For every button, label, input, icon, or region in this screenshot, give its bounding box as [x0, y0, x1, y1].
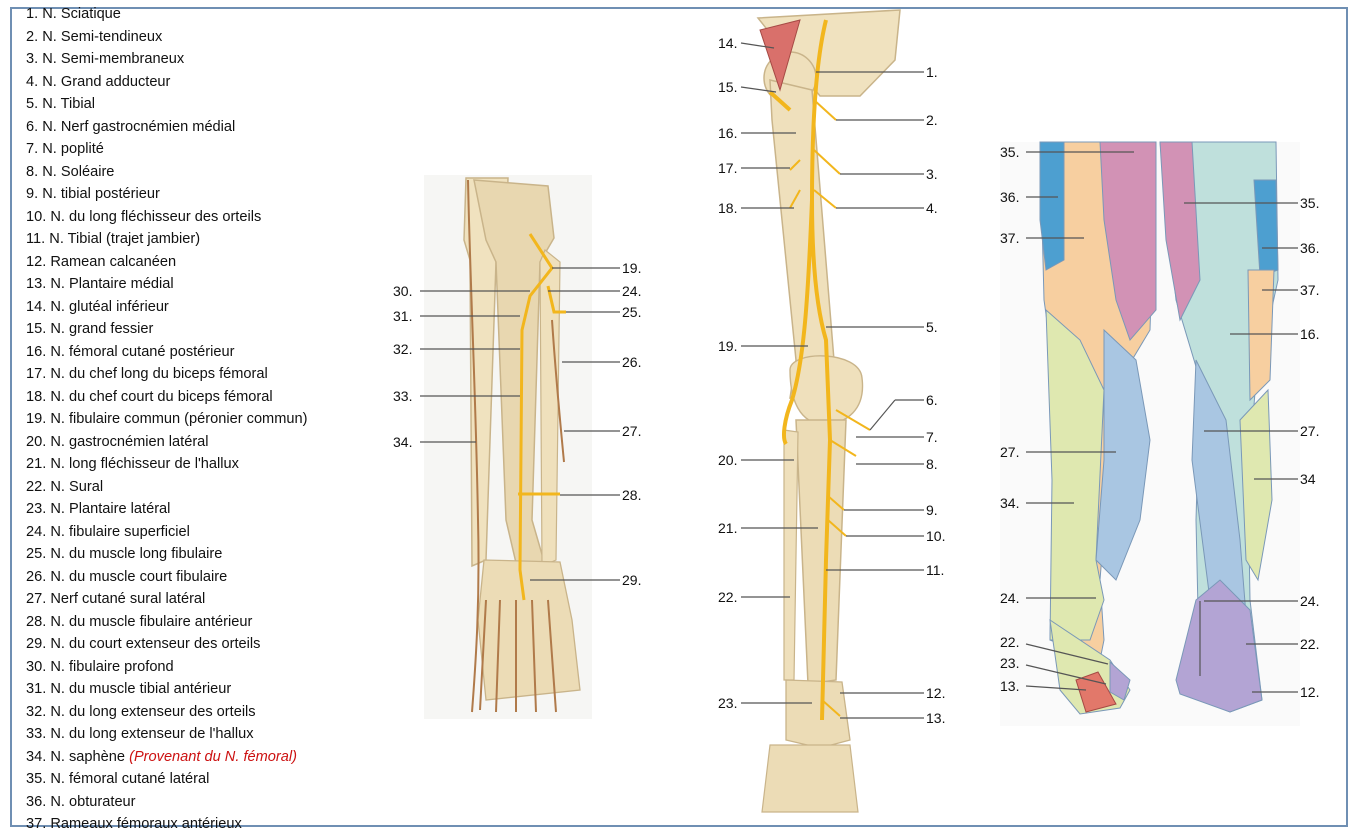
label-15: 15. — [718, 79, 737, 95]
posterior-foot-bones — [762, 745, 858, 812]
tibia-posterior — [796, 420, 846, 684]
label-28: 28. — [622, 487, 641, 503]
label-34-posterior: 34 — [1300, 471, 1316, 487]
ankle-bones — [786, 680, 850, 748]
label-19: 19. — [718, 338, 737, 354]
label-36-posterior: 36. — [1300, 240, 1319, 256]
label-22-anterior: 22. — [1000, 634, 1019, 650]
label-29: 29. — [622, 572, 641, 588]
label-3: 3. — [926, 166, 938, 182]
label-24-anterior: 24. — [1000, 590, 1019, 606]
label-32: 32. — [393, 341, 412, 357]
label-31: 31. — [393, 308, 412, 324]
label-7: 7. — [926, 429, 938, 445]
label-37-posterior: 37. — [1300, 282, 1319, 298]
label-33: 33. — [393, 388, 412, 404]
label-16: 16. — [718, 125, 737, 141]
label-25: 25. — [622, 304, 641, 320]
posterior-limb-figure: 1. 2. 3. 4. 5. 6. 7. 8. 9. 10. 11. 12. 1… — [718, 10, 945, 812]
label-35-anterior: 35. — [1000, 144, 1019, 160]
label-14: 14. — [718, 35, 737, 51]
label-8: 8. — [926, 456, 938, 472]
label-34-anterior: 34. — [1000, 495, 1019, 511]
label-12-posterior: 12. — [1300, 684, 1319, 700]
anterior-obturator-zone — [1040, 142, 1064, 270]
label-11: 11. — [926, 562, 944, 578]
label-24: 24. — [622, 283, 641, 299]
label-13-anterior: 13. — [1000, 678, 1019, 694]
label-30: 30. — [393, 283, 412, 299]
label-9: 9. — [926, 502, 938, 518]
label-20: 20. — [718, 452, 737, 468]
label-23-anterior: 23. — [1000, 655, 1019, 671]
label-22: 22. — [718, 589, 737, 605]
label-21: 21. — [718, 520, 737, 536]
label-6: 6. — [926, 392, 938, 408]
fibula-posterior — [784, 430, 798, 680]
label-23: 23. — [718, 695, 737, 711]
label-18: 18. — [718, 200, 737, 216]
label-34: 34. — [393, 434, 412, 450]
label-35-posterior: 35. — [1300, 195, 1319, 211]
label-26: 26. — [622, 354, 641, 370]
label-1: 1. — [926, 64, 938, 80]
label-2: 2. — [926, 112, 938, 128]
label-24-posterior: 24. — [1300, 593, 1319, 609]
label-16-posterior: 16. — [1300, 326, 1319, 342]
label-27-posterior: 27. — [1300, 423, 1319, 439]
label-36-anterior: 36. — [1000, 189, 1019, 205]
label-13: 13. — [926, 710, 945, 726]
label-22-posterior: 22. — [1300, 636, 1319, 652]
label-19: 19. — [622, 260, 641, 276]
femur-bone — [770, 80, 842, 398]
label-5: 5. — [926, 319, 938, 335]
anterior-leg-figure: 19. 24. 25. 26. 27. 28. 29. 30. 31. 32. … — [393, 175, 641, 719]
label-27: 27. — [622, 423, 641, 439]
label-37-anterior: 37. — [1000, 230, 1019, 246]
label-12: 12. — [926, 685, 945, 701]
label-27-anterior: 27. — [1000, 444, 1019, 460]
dermatome-figure: 35. 36. 37. 27. 34. 24. 22. 23. 13. 35. … — [1000, 142, 1319, 726]
label-10: 10. — [926, 528, 945, 544]
label-4: 4. — [926, 200, 938, 216]
label-17: 17. — [718, 160, 737, 176]
